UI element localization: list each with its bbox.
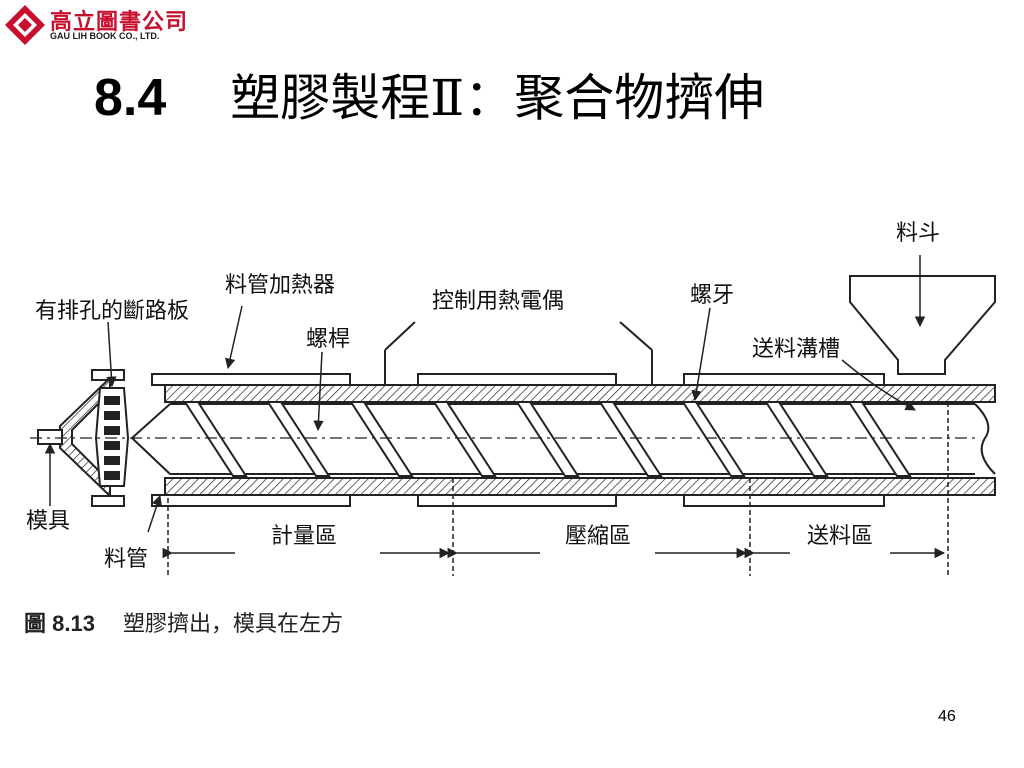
- label-barrel-heater: 料管加熱器: [225, 273, 335, 298]
- logo-name-en: GAU LIH BOOK CO., LTD.: [50, 31, 160, 41]
- label-thermocouple: 控制用熱電偶: [432, 289, 564, 314]
- label-die: 模具: [26, 509, 70, 534]
- label-feed-zone: 送料區: [807, 524, 873, 549]
- screw-flights: [183, 401, 912, 477]
- breaker-plate: [94, 387, 130, 487]
- caption-number: 圖 8.13: [24, 611, 95, 636]
- company-logo: 高立圖書公司 GAU LIH BOOK CO., LTD.: [4, 4, 234, 46]
- logo-name-cn: 高立圖書公司: [50, 10, 189, 35]
- page-number: 46: [938, 708, 956, 725]
- title-text: 塑膠製程Ⅱ：聚合物擠伸: [230, 69, 765, 127]
- thermocouples: [384, 321, 653, 386]
- label-screw: 螺桿: [306, 327, 350, 352]
- zone-dimensions: [162, 402, 949, 576]
- label-hopper: 料斗: [896, 221, 940, 246]
- leader-lines: [44, 255, 926, 533]
- extruder-diagram: 料斗 料管加熱器 有排孔的斷路板 控制用熱電偶 螺牙 螺桿 送料溝槽 模具 料管…: [26, 221, 996, 576]
- barrel-walls: [164, 384, 996, 496]
- label-flight: 螺牙: [690, 283, 734, 308]
- figure-caption: 圖 8.13 塑膠擠出，模具在左方: [24, 606, 343, 638]
- slide-title: 8.4 塑膠製程Ⅱ：聚合物擠伸: [94, 58, 764, 128]
- caption-text: 塑膠擠出，模具在左方: [122, 612, 343, 637]
- label-feed-channel: 送料溝槽: [752, 337, 840, 362]
- label-barrel: 料管: [104, 547, 148, 572]
- label-metering-zone: 計量區: [271, 524, 337, 549]
- title-number: 8.4: [94, 69, 167, 127]
- label-compression-zone: 壓縮區: [565, 524, 631, 549]
- label-breaker-plate: 有排孔的斷路板: [35, 299, 189, 324]
- screw: [30, 401, 996, 477]
- diagram-labels: 料斗 料管加熱器 有排孔的斷路板 控制用熱電偶 螺牙 螺桿 送料溝槽 模具 料管…: [26, 221, 940, 572]
- hopper: [849, 275, 996, 375]
- barrel-heaters: [151, 373, 885, 507]
- logo-diamond-icon: [5, 5, 45, 45]
